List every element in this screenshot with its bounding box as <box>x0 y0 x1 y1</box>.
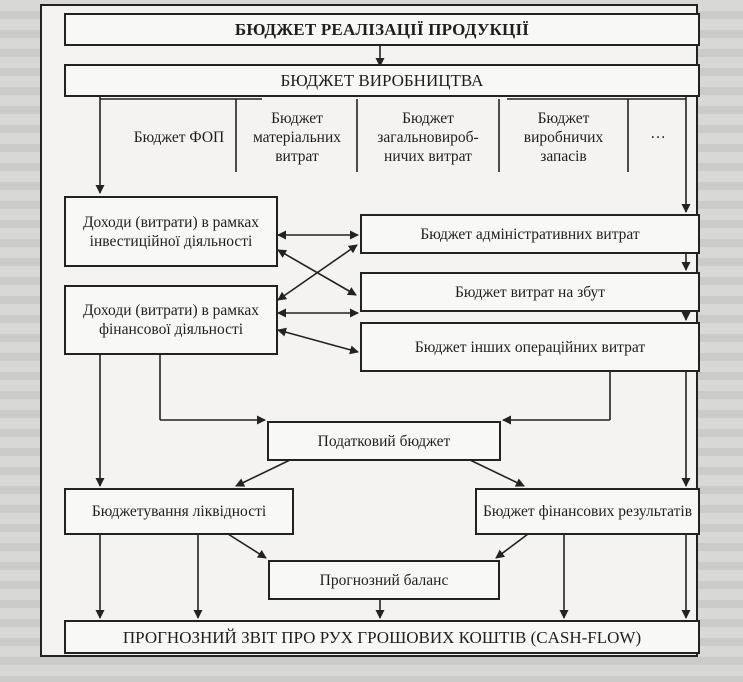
materials-budget-label: Бюджет матеріальних витрат <box>252 109 342 165</box>
selling-budget-box: Бюджет витрат на збут <box>360 272 700 312</box>
ellipsis-label: … <box>650 124 666 142</box>
overhead-budget-label: Бюджет загальновироб- ничих витрат <box>377 109 479 165</box>
more-budgets-ellipsis: … <box>630 118 686 148</box>
admin-budget-label: Бюджет адміністративних витрат <box>420 225 640 243</box>
cash-flow-box: ПРОГНОЗНИЙ ЗВІТ ПРО РУХ ГРОШОВИХ КОШТІВ … <box>64 620 700 654</box>
inventory-budget: Бюджет виробничих запасів <box>500 106 627 168</box>
payroll-budget-label: Бюджет ФОП <box>133 128 225 146</box>
other-operating-budget-label: Бюджет інших операційних витрат <box>414 338 646 356</box>
investment-activity-label: Доходи (витрати) в рамках інвестиційної … <box>82 213 260 250</box>
tax-budget-label: Податковий бюджет <box>317 432 451 450</box>
inventory-budget-label: Бюджет виробничих запасів <box>523 109 604 165</box>
forecast-balance-box: Прогнозний баланс <box>268 560 500 600</box>
cash-flow-label: ПРОГНОЗНИЙ ЗВІТ ПРО РУХ ГРОШОВИХ КОШТІВ … <box>122 627 642 647</box>
liquidity-budget-label: Бюджетування ліквідності <box>91 503 267 520</box>
materials-budget: Бюджет матеріальних витрат <box>238 106 356 168</box>
financial-activity-label: Доходи (витрати) в рамках фінансової дія… <box>82 302 260 338</box>
production-budget-box: БЮДЖЕТ ВИРОБНИЦТВА <box>64 64 700 97</box>
admin-budget-box: Бюджет адміністративних витрат <box>360 214 700 254</box>
overhead-budget: Бюджет загальновироб- ничих витрат <box>358 106 498 168</box>
tax-budget-box: Податковий бюджет <box>267 421 501 461</box>
other-operating-budget-box: Бюджет інших операційних витрат <box>360 322 700 372</box>
financial-results-budget-box: Бюджет фінансових результатів <box>475 488 700 535</box>
financial-results-budget-label: Бюджет фінансових результатів <box>482 503 693 520</box>
forecast-balance-label: Прогнозний баланс <box>319 571 449 589</box>
liquidity-budget-box: Бюджетування ліквідності <box>64 488 294 535</box>
investment-activity-box: Доходи (витрати) в рамках інвестиційної … <box>64 196 278 267</box>
financial-activity-box: Доходи (витрати) в рамках фінансової дія… <box>64 285 278 355</box>
production-budget-label: БЮДЖЕТ ВИРОБНИЦТВА <box>280 71 484 90</box>
payroll-budget: Бюджет ФОП <box>122 106 236 168</box>
sales-budget-label: БЮДЖЕТ РЕАЛІЗАЦІЇ ПРОДУКЦІЇ <box>234 20 530 39</box>
sales-budget-box: БЮДЖЕТ РЕАЛІЗАЦІЇ ПРОДУКЦІЇ <box>64 13 700 46</box>
selling-budget-label: Бюджет витрат на збут <box>454 283 606 301</box>
